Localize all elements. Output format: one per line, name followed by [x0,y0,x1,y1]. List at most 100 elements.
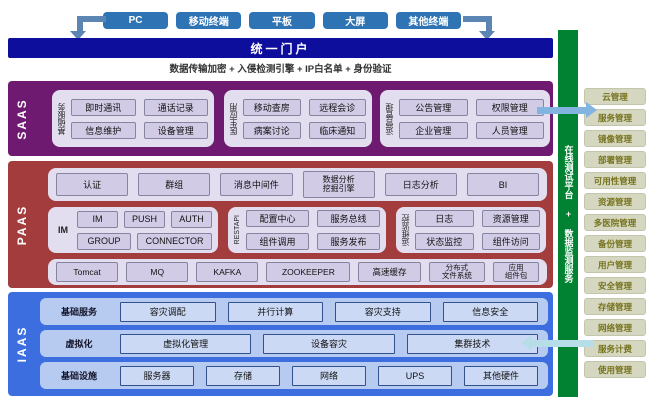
sidebar-item: 用户管理 [584,256,646,273]
saas-item: 权限管理 [475,98,544,116]
sidebar-item: 多医院管理 [584,214,646,231]
iaas-item: 容灾支持 [335,301,431,322]
sidebar-item: 可用性管理 [584,172,646,189]
saas-item: 临床通知 [308,121,366,139]
saas-item: 公告管理 [399,98,468,116]
iaas-item: 并行计算 [227,301,323,322]
group-label: 医生应用 [229,102,238,135]
iaas-item: 容灾调配 [120,301,216,322]
row-label: 虚拟化 [65,339,93,349]
paas-item: KAFKA [196,262,259,282]
saas-item: 人员管理 [475,121,544,139]
paas-group-im: IM IM PUSH AUTH GROUP CONNECTOR [48,207,218,253]
saas-item: 远程会诊 [308,98,366,116]
sidebar-item: 服务管理 [584,109,646,126]
arrow-down-icon [80,16,106,22]
paas-item: 组件访问 [481,233,540,250]
iaas-item: 网络 [292,365,366,386]
group-label: 运营管理 [385,102,394,135]
group-label: 运维监控 [401,214,410,246]
group-label: 基础服务 [57,102,66,135]
paas-item: 资源管理 [481,210,540,227]
sidebar-item: 安全管理 [584,277,646,294]
sidebar-item: 网络管理 [584,319,646,336]
saas-item: 移动查房 [243,98,301,116]
group-label: RESTAPI [234,215,241,245]
iaas-row-infrastructure: 基础设施 服务器 存储 网络 UPS 其他硬件 [40,362,548,389]
saas-item: 信息维护 [71,121,136,139]
paas-item: BI [466,173,540,196]
test-platform-label: 在线测试平台 + 数据监测服务 [563,144,574,283]
arrow-down-icon [479,31,495,40]
security-line: 数据传输加密 + 入侵检测引擎 + IP白名单 + 身份验证 [169,64,392,75]
paas-item: ZOOKEEPER [266,262,351,282]
arrow-left-icon [532,340,594,347]
saas-item: 即时通讯 [71,98,136,116]
iaas-item: 存储 [206,365,280,386]
paas-item: 服务发布 [317,233,380,250]
group-label: IM [58,225,68,235]
paas-middleware-row: Tomcat MQ KAFKA ZOOKEEPER 高速缓存 分布式 文件系统 … [48,259,547,285]
arrow-right-icon [537,107,587,114]
paas-item: 群组 [138,173,211,196]
row-label: 基础服务 [60,307,97,317]
paas-item: CONNECTOR [137,232,212,250]
terminal-pc: PC [103,12,169,29]
paas-item: 数据分析 挖掘引擎 [302,171,375,198]
iaas-item: 设备容灾 [263,333,395,354]
saas-layer-label: SAAS [15,97,29,140]
sidebar-item: 存储管理 [584,298,646,315]
iaas-row-basic-services: 基础服务 容灾调配 并行计算 容灾支持 信息安全 [40,298,548,325]
paas-item: IM [77,210,118,228]
row-label: 基础设施 [60,371,97,381]
test-platform-bar: 在线测试平台 + 数据监测服务 [558,30,578,397]
saas-layer: SAAS 基础服务 即时通讯 通话记录 信息维护 设备管理 医生应用 移动查房 … [8,81,553,156]
paas-item: AUTH [171,210,212,228]
paas-item: 日志 [415,210,474,227]
arrow-down-icon [486,16,492,31]
sidebar-item: 镜像管理 [584,130,646,147]
arrow-down-icon [463,16,489,22]
saas-item: 企业管理 [399,121,468,139]
paas-item: Tomcat [56,262,119,282]
saas-group-doctor-apps: 医生应用 移动查房 远程会诊 病案讨论 临床通知 [224,90,372,147]
saas-item: 通话记录 [143,98,208,116]
management-sidebar: 云管理 服务管理 镜像管理 部署管理 可用性管理 资源管理 多医院管理 备份管理… [584,88,646,378]
terminal-other: 其他终端 [395,12,462,29]
iaas-item: 服务器 [120,365,194,386]
iaas-item: UPS [378,365,452,386]
paas-layer-label: PAAS [15,204,29,245]
terminal-mobile: 移动终端 [176,12,242,29]
iaas-item: 集群技术 [406,333,538,354]
paas-item: 分布式 文件系统 [428,262,486,282]
saas-group-basic-services: 基础服务 即时通讯 通话记录 信息维护 设备管理 [52,90,214,147]
arrow-right-icon [586,102,597,118]
paas-item: GROUP [77,232,132,250]
paas-item: 认证 [56,173,129,196]
paas-item: 服务总线 [317,210,380,227]
paas-item: 应用 组件包 [493,262,539,282]
paas-item: PUSH [124,210,165,228]
iaas-layer-label: IAAS [15,325,29,363]
terminal-tablet: 平板 [249,12,315,29]
sidebar-item: 资源管理 [584,193,646,210]
saas-group-operations: 运营管理 公告管理 权限管理 企业管理 人员管理 [380,90,550,147]
iaas-item: 虚拟化管理 [120,333,252,354]
sidebar-item: 云管理 [584,88,646,105]
iaas-item: 信息安全 [442,301,538,322]
paas-item: 状态监控 [415,233,474,250]
sidebar-item: 使用管理 [584,361,646,378]
paas-group-restapi: RESTAPI 配置中心 服务总线 组件调用 服务发布 [228,207,386,253]
sidebar-item: 部署管理 [584,151,646,168]
paas-item: 日志分析 [384,173,457,196]
paas-item: MQ [126,262,189,282]
iaas-layer: IAAS 基础服务 容灾调配 并行计算 容灾支持 信息安全 虚拟化 虚拟化管理 … [8,292,553,396]
iaas-row-virtualization: 虚拟化 虚拟化管理 设备容灾 集群技术 [40,330,548,357]
paas-group-ops-monitoring: 运维监控 日志 资源管理 状态监控 组件访问 [396,207,546,253]
saas-item: 设备管理 [143,121,208,139]
saas-item: 病案讨论 [243,121,301,139]
portal-bar: 统一门户 [8,38,553,58]
paas-item: 消息中间件 [220,173,293,196]
paas-item: 配置中心 [246,210,309,227]
